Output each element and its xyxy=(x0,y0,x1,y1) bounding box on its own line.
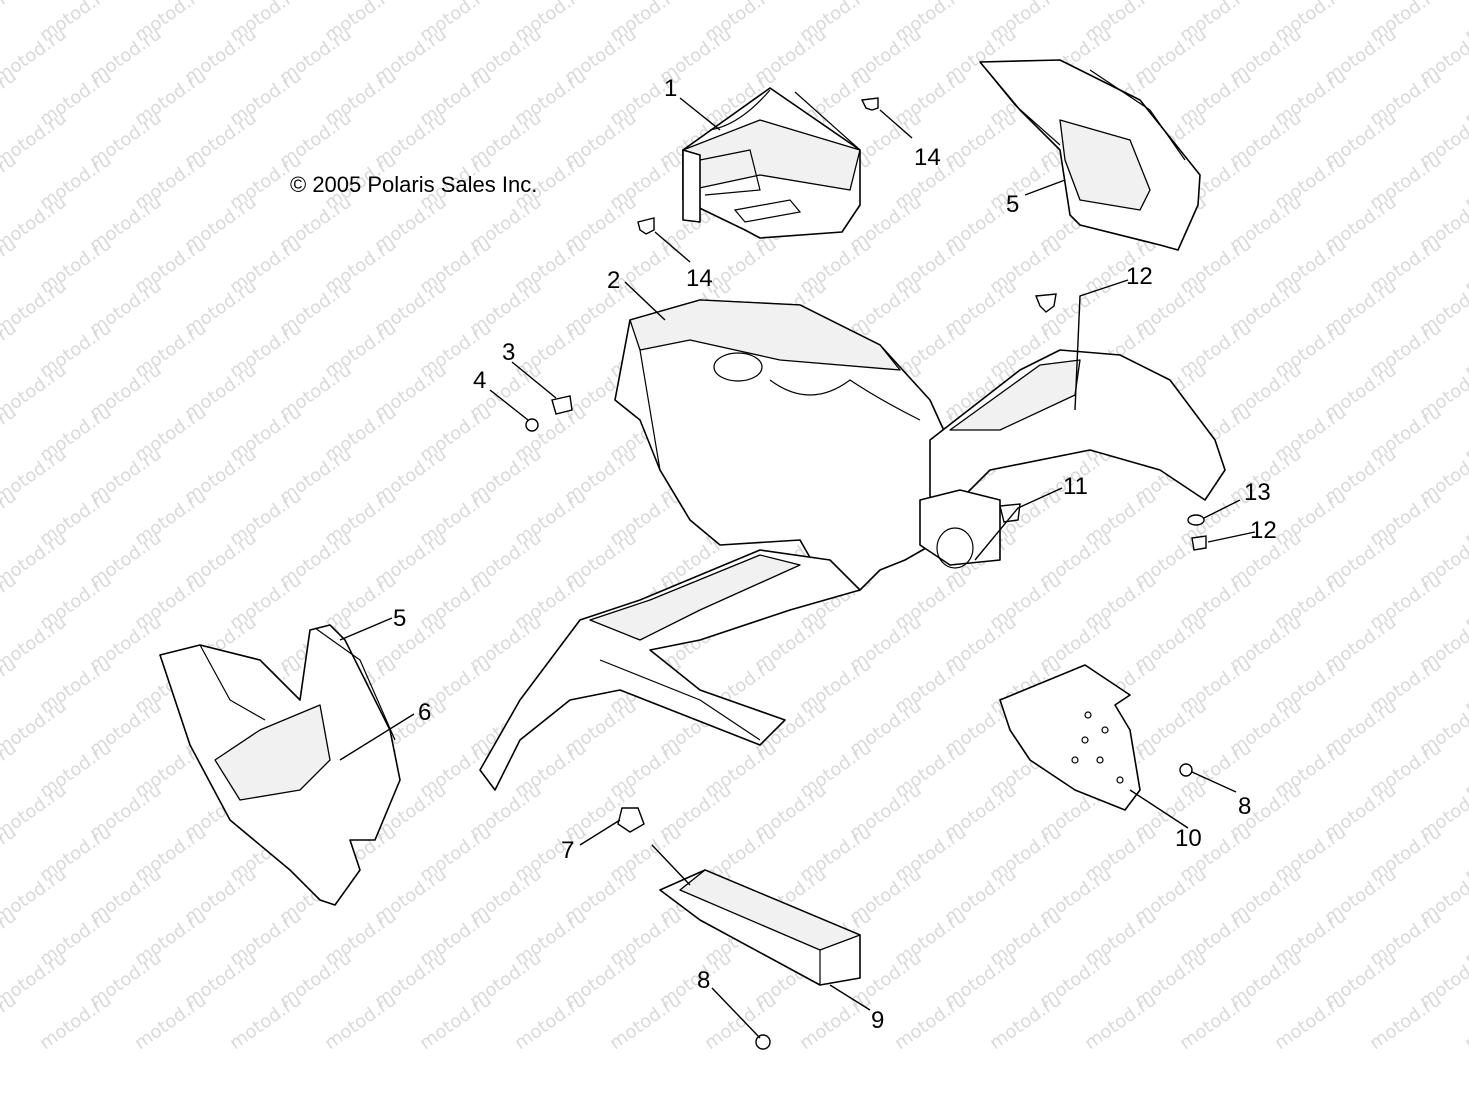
callout-14-upper: 14 xyxy=(914,144,941,171)
callout-11: 11 xyxy=(1063,473,1088,500)
watermark-text: motod.ru xyxy=(0,0,21,46)
watermark-text: motod.ru xyxy=(416,990,496,1055)
rear-fender-rack xyxy=(919,349,1226,569)
callout-2: 2 xyxy=(607,267,620,294)
leader-lines xyxy=(339,97,1256,1039)
part-10-skid-plate xyxy=(999,664,1141,811)
callout-10: 10 xyxy=(1175,825,1202,852)
watermark-text: motod.ru xyxy=(796,990,876,1055)
front-fender-rack xyxy=(479,549,861,791)
watermark-text: motod.ru xyxy=(1176,990,1256,1055)
callout-labels: 1 2 3 4 5 5 6 7 8 8 9 10 11 12 12 13 14 … xyxy=(393,75,1277,1034)
part-2-front-cab xyxy=(614,299,961,591)
part-5-side-panel-upper xyxy=(979,59,1201,251)
watermark-text: motod.ru xyxy=(606,990,686,1055)
callout-3: 3 xyxy=(502,339,515,366)
watermark-text: motod.ru xyxy=(226,990,306,1055)
callout-7: 7 xyxy=(561,837,574,864)
callout-12-lower: 12 xyxy=(1250,517,1277,544)
watermark-text: motod.ru xyxy=(1461,990,1469,1055)
callout-8-right: 8 xyxy=(1238,793,1251,820)
part-9-bracket xyxy=(659,869,861,986)
watermark-text: motod.ru xyxy=(1366,990,1446,1055)
callout-13: 13 xyxy=(1244,479,1271,506)
callout-1: 1 xyxy=(664,75,677,102)
callout-4: 4 xyxy=(473,367,486,394)
watermark-text: motod.ru xyxy=(891,990,971,1055)
callout-8-lower: 8 xyxy=(697,967,710,994)
watermark-text: motod.ru xyxy=(131,990,211,1055)
callout-5-lower: 5 xyxy=(393,605,406,632)
watermark-text: motod.ru xyxy=(511,990,591,1055)
callout-9: 9 xyxy=(871,1007,884,1034)
callout-6: 6 xyxy=(418,699,431,726)
copyright-text: © 2005 Polaris Sales Inc. xyxy=(290,172,537,197)
watermark-text: motod.ru xyxy=(321,990,401,1055)
part-6-side-panel-lower xyxy=(159,624,401,906)
watermark-text: motod.ru xyxy=(1271,990,1351,1055)
watermark-text: motod.ru xyxy=(986,990,1066,1055)
callout-14-lower: 14 xyxy=(686,265,713,292)
part-1-console xyxy=(682,87,861,239)
watermark-text: motod.ru xyxy=(36,990,116,1055)
callout-12-upper: 12 xyxy=(1126,263,1153,290)
watermark-text: motod.ru xyxy=(1081,990,1161,1055)
callout-5-upper: 5 xyxy=(1006,191,1019,218)
